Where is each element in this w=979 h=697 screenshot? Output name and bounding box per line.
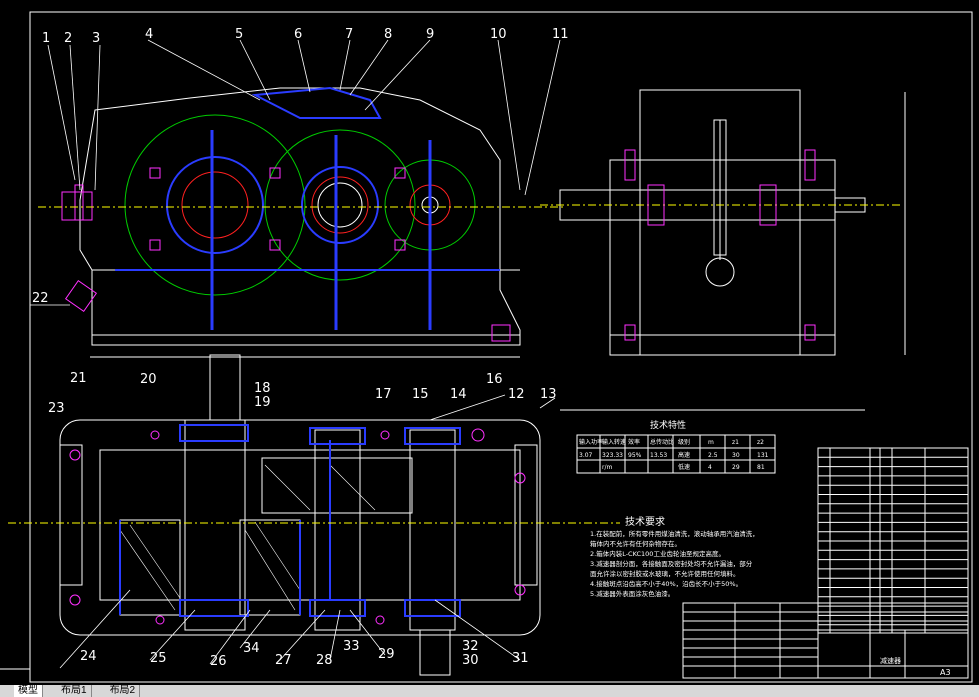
callout-21: 21: [70, 371, 87, 386]
callout-23: 23: [48, 401, 65, 416]
callout-10: 10: [490, 27, 507, 42]
char-r1c6: 29: [732, 464, 740, 471]
callout-29: 29: [378, 647, 395, 662]
char-h7: z2: [757, 439, 764, 446]
char-title: 技术特性: [650, 419, 686, 431]
callout-2: 2: [64, 31, 72, 46]
leader-lines: [30, 39, 561, 669]
char-r1c4: 低速: [678, 463, 690, 471]
callout-15: 15: [412, 387, 429, 402]
callout-25: 25: [150, 651, 167, 666]
sheet-size: A3: [940, 668, 951, 677]
drawing-border: [29, 11, 973, 683]
tech-line-2: 箱体内不允许有任何杂物存在。: [590, 539, 681, 548]
callout-6: 6: [294, 27, 302, 42]
callout-18: 18: [254, 381, 271, 396]
callout-7: 7: [345, 27, 353, 42]
char-r0c4: 高速: [678, 451, 690, 459]
layout-tabs-bar: 模型 布局1 布局2: [0, 685, 979, 697]
callout-8: 8: [384, 27, 392, 42]
tech-line-3: 2.箱体内装L-CKC100工业齿轮油至规定高度。: [590, 549, 725, 558]
callout-12: 12: [508, 387, 525, 402]
callout-30: 30: [462, 653, 479, 668]
tab-layout2[interactable]: 布局2: [106, 685, 141, 697]
char-h4: 级别: [678, 438, 690, 446]
char-r0c3: 13.53: [650, 452, 667, 459]
tech-requirements: 技术要求 1.在装配前，所有零件用煤油清洗，滚动轴承用汽油清洗， 箱体内不允许有…: [590, 515, 759, 598]
title-block-label: 减速器: [880, 656, 901, 665]
callout-5: 5: [235, 27, 243, 42]
callout-13: 13: [540, 387, 557, 402]
tech-line-4: 3.减速器剖分面，各接触面及密封处均不允许漏油，部分: [590, 559, 753, 568]
char-r0c0: 3.07: [579, 452, 593, 459]
char-h0: 输入功率: [579, 438, 603, 446]
char-r1c7: 81: [757, 464, 765, 471]
top-view: [8, 354, 620, 676]
tech-title: 技术要求: [625, 515, 665, 528]
callout-19: 19: [254, 395, 271, 410]
char-r0c2: 95%: [628, 452, 642, 459]
callout-22: 22: [32, 291, 49, 306]
char-h1: 输入转速: [602, 438, 626, 446]
callout-26: 26: [210, 654, 227, 669]
callout-14: 14: [450, 387, 467, 402]
callout-31: 31: [512, 651, 529, 666]
parts-list: [817, 447, 969, 634]
tech-line-1: 1.在装配前，所有零件用煤油清洗，滚动轴承用汽油清洗，: [590, 529, 759, 538]
front-view: [38, 86, 565, 358]
char-h2: 效率: [628, 438, 640, 446]
callout-16: 16: [486, 372, 503, 387]
char-r0c7: 131: [757, 452, 769, 459]
callout-4: 4: [145, 27, 153, 42]
char-r0c5: 2.5: [708, 452, 718, 459]
tech-line-5: 面允许涂以密封胶或水玻璃，不允许使用任何填料。: [590, 569, 740, 578]
char-r1c5: 4: [708, 464, 712, 471]
callout-17: 17: [375, 387, 392, 402]
callout-34: 34: [243, 641, 260, 656]
callout-27: 27: [275, 653, 292, 668]
char-r0c6: 30: [732, 452, 740, 459]
callout-1: 1: [42, 31, 50, 46]
callout-33: 33: [343, 639, 360, 654]
char-r1c1: r/m: [602, 464, 612, 471]
char-h6: z1: [732, 439, 739, 446]
tab-model[interactable]: 模型: [14, 685, 43, 697]
tech-line-6: 4.接触斑点沿齿高不小于40%，沿齿长不小于50%。: [590, 579, 742, 588]
side-view: [540, 89, 906, 411]
callout-24: 24: [80, 649, 97, 664]
char-table: 技术特性 输入功率 输入转速 效率 总传动比 级别 m z1 z2 3.07 3…: [576, 419, 776, 474]
callout-11: 11: [552, 27, 569, 42]
title-block: [682, 602, 969, 679]
callout-3: 3: [92, 31, 100, 46]
callout-9: 9: [426, 27, 434, 42]
tab-layout1[interactable]: 布局1: [57, 685, 92, 697]
callout-28: 28: [316, 653, 333, 668]
char-h3: 总传动比: [650, 438, 674, 446]
char-r0c1: 323.33: [602, 452, 623, 459]
char-h5: m: [708, 439, 714, 446]
callout-20: 20: [140, 372, 157, 387]
tech-line-7: 5.减速器外表面涂灰色油漆。: [590, 589, 674, 598]
callout-32: 32: [462, 639, 479, 654]
